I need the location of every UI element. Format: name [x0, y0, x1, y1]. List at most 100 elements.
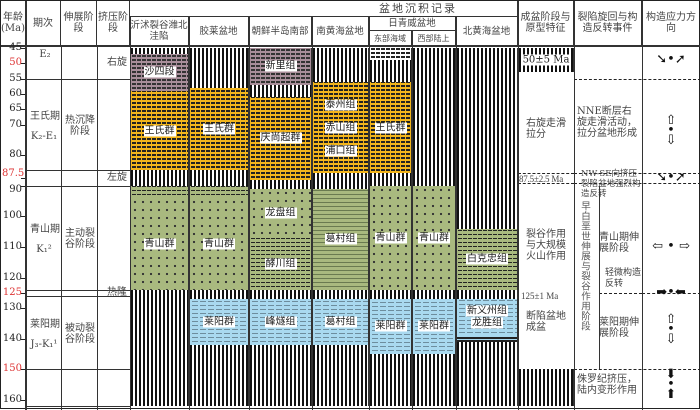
column-line: [574, 1, 575, 410]
age-tick: [21, 308, 25, 310]
age-tick: [21, 292, 25, 294]
column-line: [456, 17, 457, 410]
formation-label: 葛村组: [324, 316, 357, 328]
compression-label: 右旋: [107, 57, 127, 69]
strata-stripe: [312, 289, 369, 299]
strata-wdash: [369, 48, 412, 61]
strata-stripe: [369, 354, 412, 407]
compression-ne-sw-icon: ➘•➚: [656, 52, 686, 68]
age-tick: [21, 277, 25, 279]
period-sub: J₃-K₁¹: [30, 338, 58, 350]
age-label: 50: [9, 57, 22, 69]
extension-n-s-icon: ⇧ • ⇩: [665, 311, 677, 347]
formation-label: 庆尚超群: [259, 132, 302, 144]
formation-label: 青山群: [374, 232, 407, 244]
formation-label: 王氏群: [143, 125, 176, 137]
strata-stripe: [189, 48, 249, 88]
age-label: 140: [2, 332, 22, 344]
age-tick: [21, 216, 25, 218]
strata-stripe: [249, 344, 312, 406]
stage-dash: [518, 173, 574, 175]
strata-stripe: [456, 341, 518, 406]
age-tick: [21, 246, 25, 248]
age-tick: [21, 178, 25, 180]
formation-label: 浦口组: [324, 145, 357, 156]
period-name: 王氏期: [30, 110, 60, 122]
strata-greendash: [189, 185, 249, 198]
strata-stripe: [369, 60, 412, 82]
formation-label: 赤山组: [324, 122, 357, 134]
age-tick: [21, 109, 25, 111]
compression-label: 左旋: [107, 172, 127, 184]
period-name: 青山期: [30, 223, 60, 235]
formation-label: 沙四段: [143, 66, 176, 78]
strata-stripe: [456, 289, 518, 299]
column-line: [189, 17, 190, 410]
formation-label: 莱阳群: [418, 320, 450, 332]
event-inversion: 轻微构造反转: [605, 268, 642, 290]
stage-text-1: 右旋走滑拉分: [526, 118, 566, 141]
age-tick: [21, 338, 25, 340]
header-basin-0: 沂沭裂谷潍北洼陷: [130, 17, 189, 46]
column-line: [130, 17, 131, 410]
header-basin-4: 日青威盆地: [369, 17, 456, 31]
age-label: 90: [9, 183, 22, 195]
column-line: [312, 17, 313, 410]
column-line: [642, 1, 643, 410]
compression-n-s-icon: ⬇ • ⬆: [665, 366, 677, 402]
header-bottom: [1, 46, 700, 47]
strata-stripe: [189, 170, 249, 186]
compression-nw-se-icon: ➘•➚: [656, 170, 686, 186]
header-basin-records: 盆地沉积记录: [130, 1, 518, 17]
age-tick: [21, 155, 25, 157]
event-jurassic: 侏罗纪挤压，陆内变形作用: [577, 373, 637, 396]
event-dash: [574, 78, 700, 80]
age-tick: [21, 399, 25, 401]
period-divider: [26, 369, 130, 371]
strata-stripe: [456, 48, 518, 229]
period-divider: [26, 78, 130, 80]
event-dash: [574, 182, 700, 184]
formation-label: 白克忠组: [466, 253, 508, 265]
header-extension: 伸展阶段: [61, 1, 97, 46]
age-tick: [21, 369, 25, 371]
formation-label: 葛村组: [324, 233, 357, 245]
strata-stripe: [412, 289, 456, 299]
age-tick: [21, 78, 25, 80]
formation-label: 王氏群: [203, 123, 235, 135]
strata-stripe: [412, 354, 456, 407]
strata-stripe: [189, 289, 249, 299]
period-sub: K₂-E₁: [30, 130, 58, 142]
age-label: 110: [2, 240, 22, 252]
age-label: 80: [9, 149, 22, 161]
formation-label: 新义州组: [466, 305, 508, 317]
formation-label: 王氏群: [374, 122, 407, 134]
event-qingshan: 青山期伸展阶段: [599, 231, 639, 254]
age-label: 100: [2, 210, 22, 222]
strata-greendash: [130, 185, 189, 198]
stage-text-3: 断陷盆地成盆: [526, 311, 566, 334]
age-label: 125: [2, 286, 22, 298]
age-tick: [21, 48, 25, 49]
strata-stripe: [312, 48, 369, 82]
stage-dash: [518, 182, 574, 184]
strata-stripe: [189, 344, 249, 406]
period-divider: [26, 406, 130, 408]
extension-n-s-icon: ⇧ • ⇩: [665, 112, 677, 148]
period-divider: [26, 185, 130, 187]
age-tick: [21, 93, 25, 95]
event-vertical: 早白垩世伸展与裂谷作用阶段: [579, 201, 590, 331]
period-name: 莱阳期: [30, 318, 60, 330]
formation-label: 新里组: [264, 60, 297, 72]
formation-label: 峰燧组: [264, 316, 297, 328]
header-basin-2: 朝鲜半岛南部: [249, 17, 312, 46]
age-axis: [25, 46, 26, 410]
stage-hiatus: [518, 369, 574, 407]
formation-label: 青山群: [203, 238, 235, 250]
header-basin-3: 南黄海盆地: [312, 17, 369, 46]
column-line: [249, 17, 250, 410]
age-label: 160: [2, 393, 22, 405]
age-label: 130: [2, 302, 22, 314]
header-stage: 成盆阶段与原型特征: [518, 1, 574, 46]
